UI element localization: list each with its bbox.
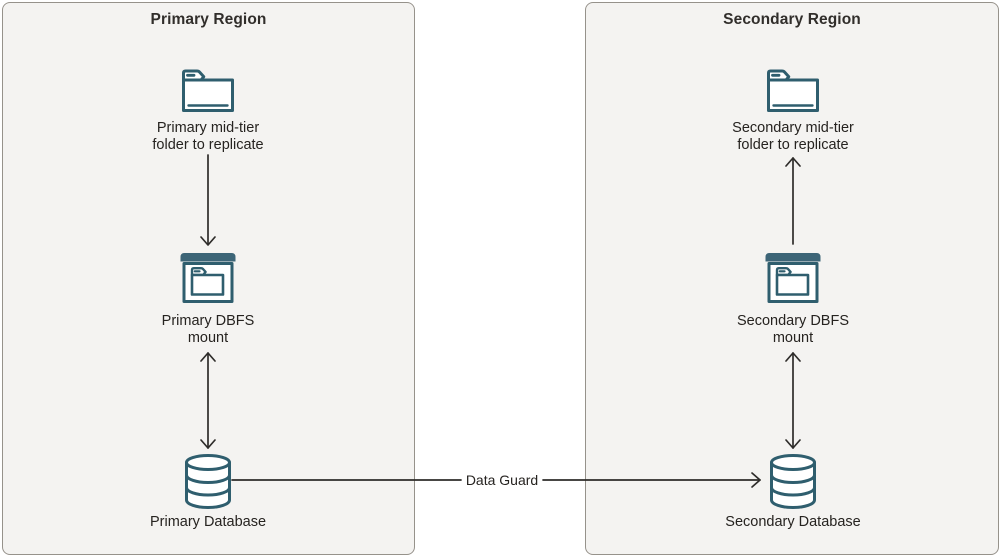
secondary-dbfs-label-line1: Secondary DBFS [736, 313, 850, 329]
secondary-folder-label: Secondary mid-tier folder to replicate [693, 120, 893, 153]
secondary-dbfs-label-line2: mount [772, 329, 814, 346]
primary-folder-label-line1: Primary mid-tier [156, 120, 260, 136]
primary-dbfs-label-line1: Primary DBFS [161, 313, 255, 329]
primary-dbfs-label: Primary DBFS mount [108, 313, 308, 346]
data-guard-label: Data Guard [465, 472, 539, 488]
primary-folder-icon [182, 69, 234, 112]
primary-folder-label-line2: folder to replicate [152, 136, 264, 153]
primary-dbfs-mount-icon [180, 253, 236, 303]
secondary-folder-icon [767, 69, 819, 112]
primary-database-label: Primary Database [149, 514, 267, 530]
secondary-region-title: Secondary Region [723, 11, 861, 28]
primary-database-icon [185, 454, 231, 509]
secondary-database-icon [770, 454, 816, 509]
secondary-dbfs-label: Secondary DBFS mount [693, 313, 893, 346]
secondary-folder-label-line2: folder to replicate [737, 136, 849, 153]
secondary-folder-label-line1: Secondary mid-tier [732, 120, 854, 136]
primary-dbfs-label-line2: mount [187, 329, 229, 346]
secondary-dbfs-mount-icon [765, 253, 821, 303]
secondary-database-label: Secondary Database [725, 514, 861, 530]
primary-folder-label: Primary mid-tier folder to replicate [108, 120, 308, 153]
primary-region-title: Primary Region [150, 11, 267, 28]
